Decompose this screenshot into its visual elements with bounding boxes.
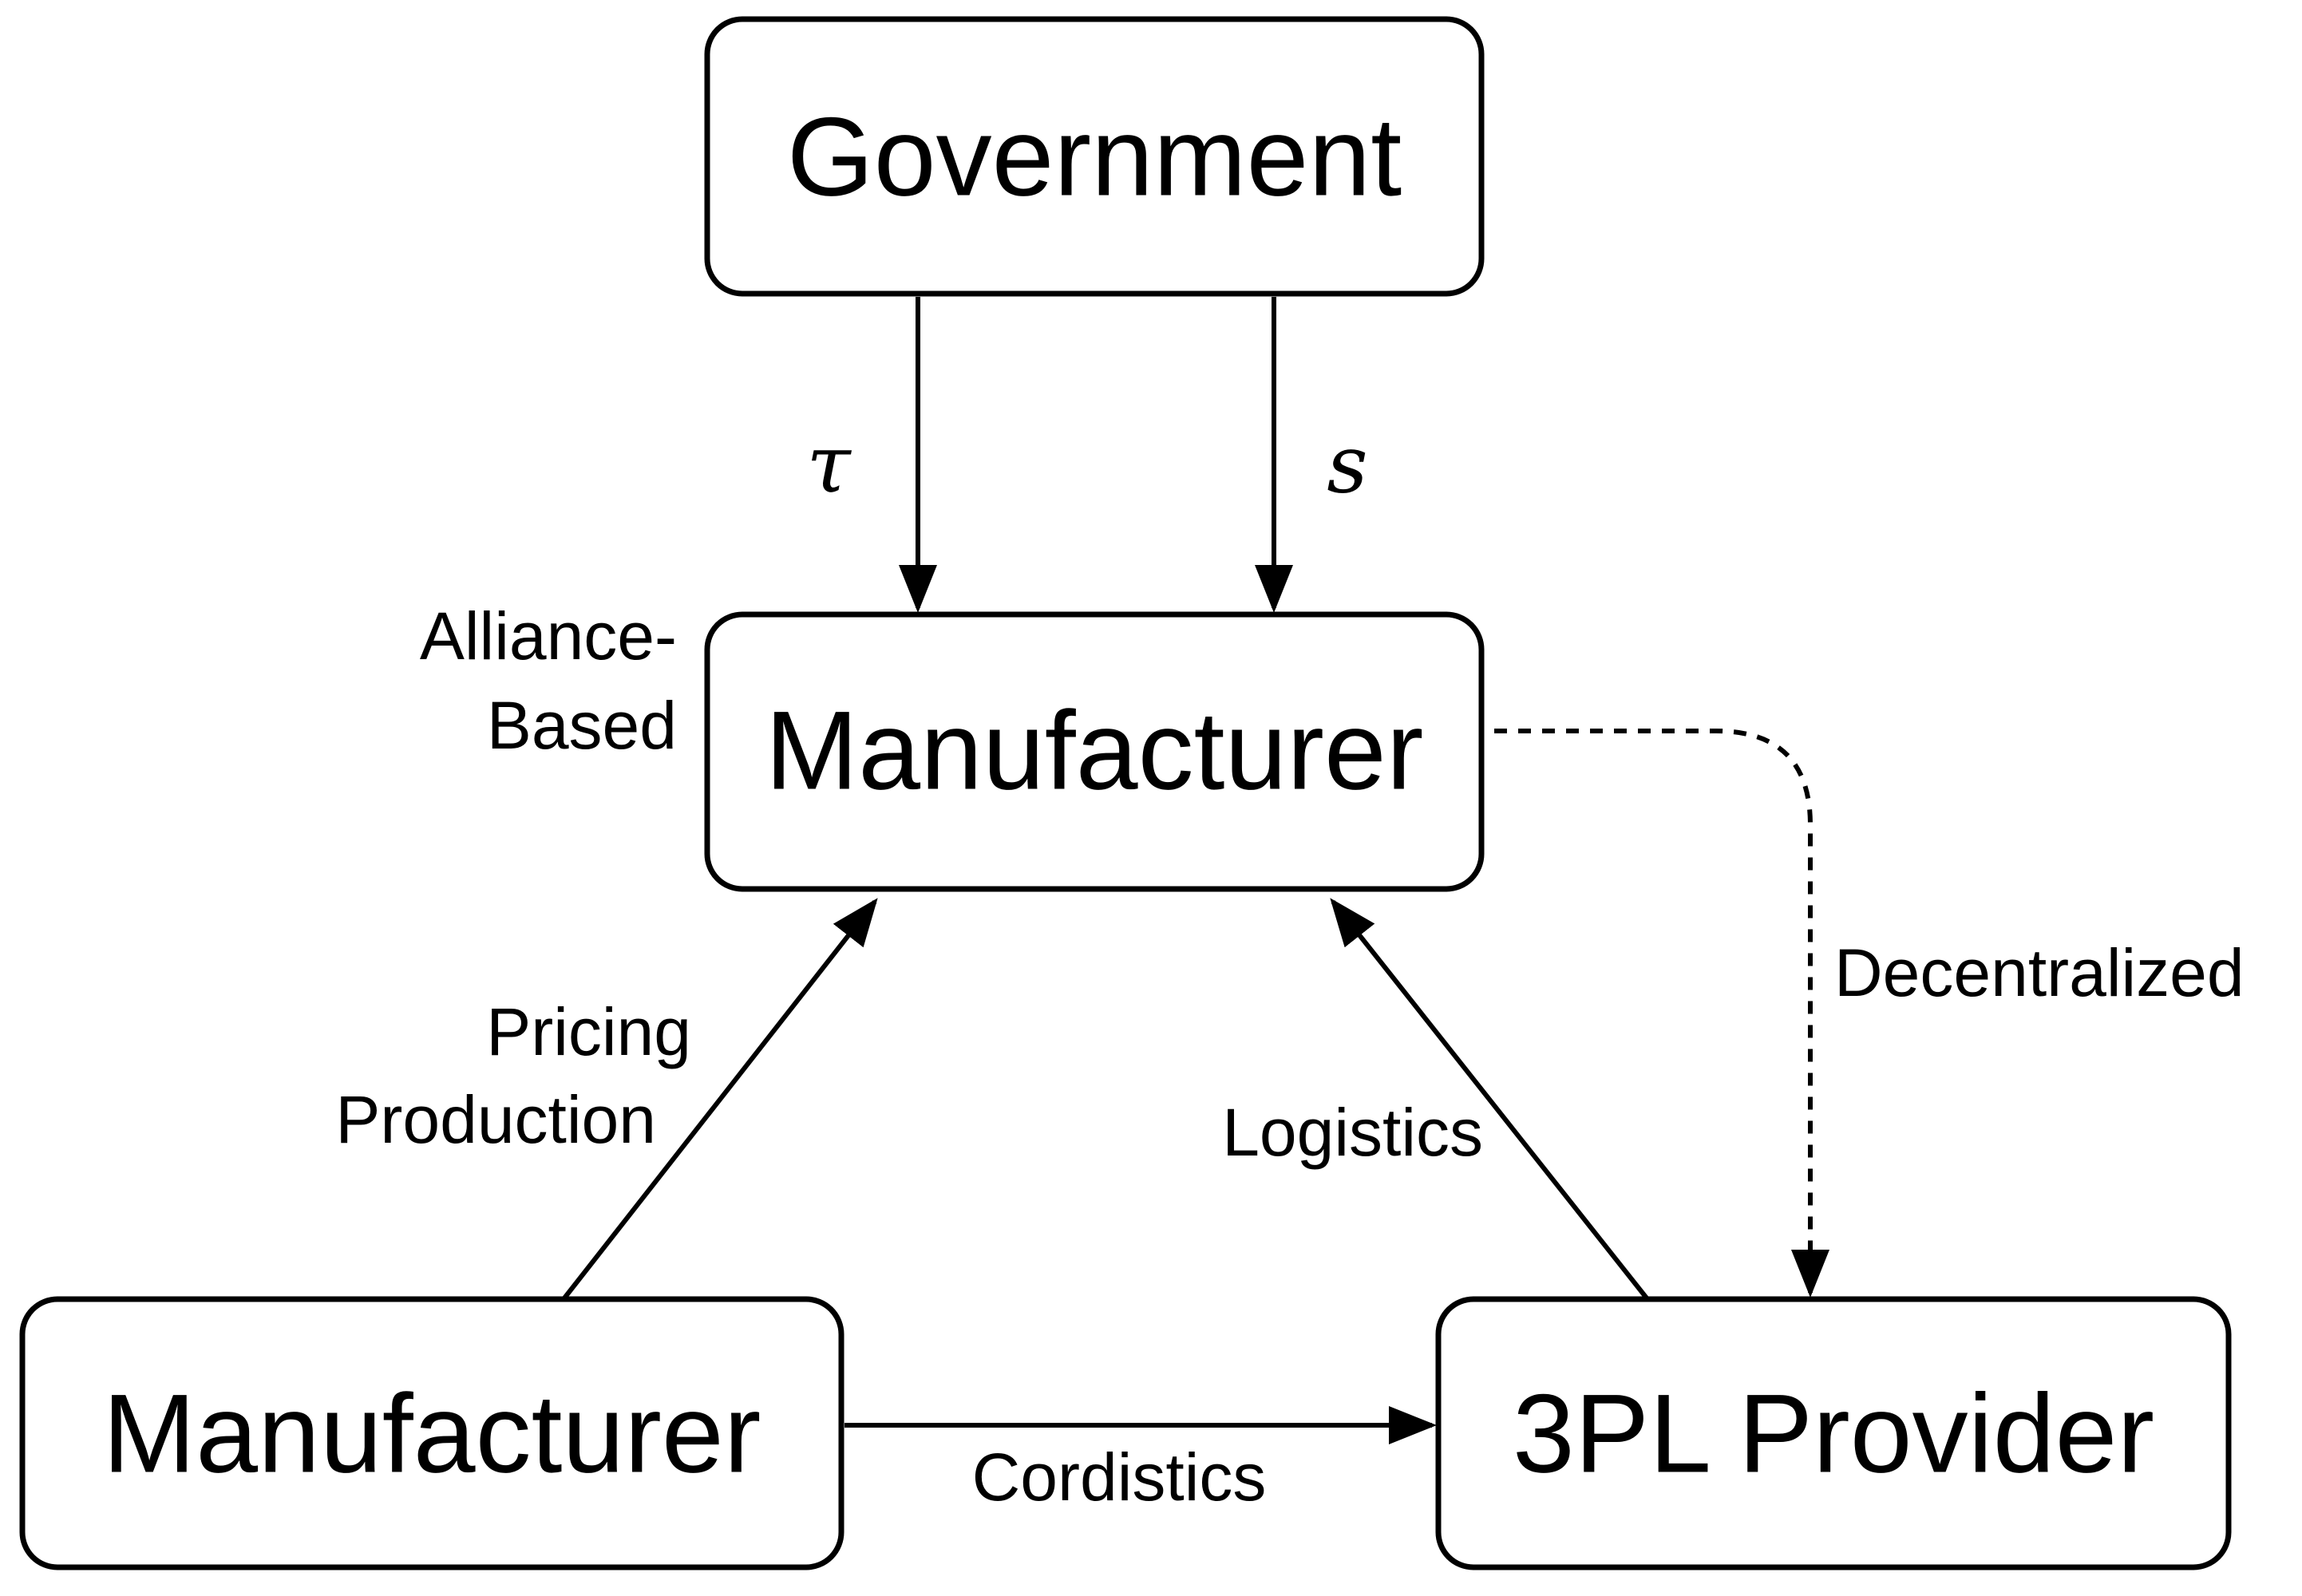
s-label: s: [1327, 418, 1367, 512]
node-government-label: Government: [787, 94, 1402, 219]
node-manufacturer-top-label: Manufacturer: [765, 688, 1424, 813]
tau-label: τ: [806, 418, 852, 512]
node-manufacturer-bottom-label: Manufacturer: [103, 1371, 761, 1496]
node-manufacturer-bottom: Manufacturer: [19, 1296, 844, 1570]
decentralized-label: Decentralized: [1834, 935, 2245, 1010]
arrow-pricing-production: [561, 898, 878, 1301]
arrow-decentralized: [1494, 729, 1829, 1298]
node-government: Government: [704, 16, 1485, 297]
node-manufacturer-top: Manufacturer: [704, 611, 1485, 892]
arrow-logistics: [1330, 898, 1650, 1301]
pricing-label: Pricing: [486, 994, 691, 1069]
cordistics-label: Cordistics: [972, 1440, 1267, 1515]
production-label: Production: [335, 1082, 656, 1157]
alliance-label-line2: Based: [487, 688, 677, 763]
node-3pl-provider: 3PL Provider: [1435, 1296, 2232, 1570]
node-3pl-provider-label: 3PL Provider: [1513, 1371, 2154, 1496]
logistics-label: Logistics: [1222, 1095, 1483, 1170]
alliance-label-line1: Alliance-: [420, 598, 677, 674]
